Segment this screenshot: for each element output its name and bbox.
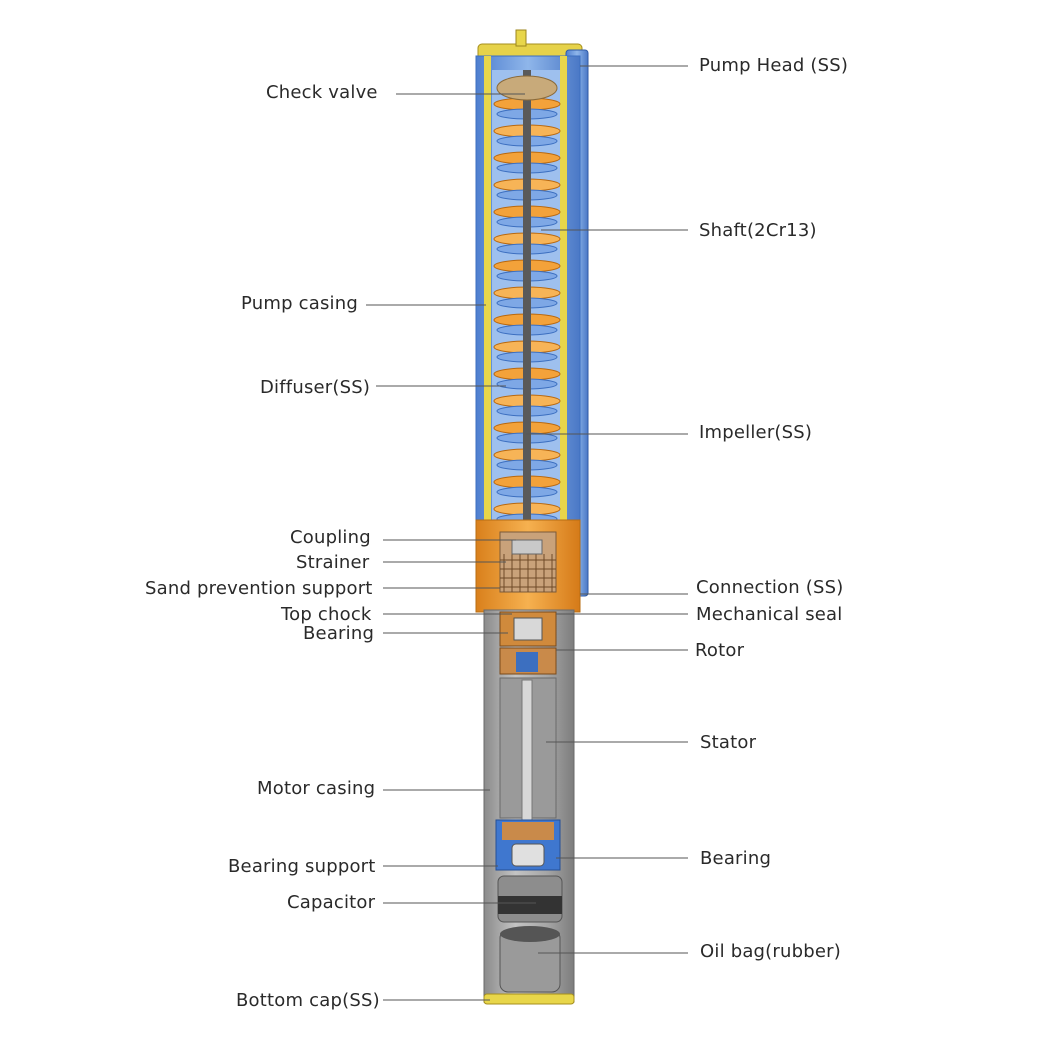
motor-shaft xyxy=(521,679,533,845)
casing-band-right xyxy=(560,56,567,596)
label-bearing-lower: Bearing xyxy=(700,848,772,869)
leader-lines xyxy=(366,65,688,1001)
label-check-valve: Check valve xyxy=(266,82,378,103)
strainer-grid xyxy=(500,554,556,592)
label-top-chock: Top chock xyxy=(281,604,372,625)
rotor-core xyxy=(516,652,538,672)
label-bearing-upper: Bearing xyxy=(303,623,375,644)
casing-band-left xyxy=(484,56,491,596)
label-coupling: Coupling xyxy=(290,527,371,548)
coupling-part xyxy=(511,539,543,555)
pump-shaft xyxy=(523,70,531,540)
label-impeller: Impeller(SS) xyxy=(699,422,813,443)
label-connection: Connection (SS) xyxy=(696,577,844,598)
label-rotor: Rotor xyxy=(695,640,745,661)
label-mechanical-seal: Mechanical seal xyxy=(696,604,843,625)
label-bearing-support: Bearing support xyxy=(228,856,376,877)
label-capacitor: Capacitor xyxy=(287,892,376,913)
label-sand-prevention-support: Sand prevention support xyxy=(145,578,373,599)
oil-bag-top xyxy=(500,926,560,942)
label-pump-casing: Pump casing xyxy=(241,293,358,314)
pump-body xyxy=(475,29,589,1005)
check-valve-part xyxy=(496,75,558,101)
label-diffuser: Diffuser(SS) xyxy=(260,377,371,398)
label-oil-bag: Oil bag(rubber) xyxy=(700,941,841,962)
label-pump-head: Pump Head (SS) xyxy=(699,55,849,76)
label-strainer: Strainer xyxy=(296,552,370,573)
pump-head-knob xyxy=(515,29,527,47)
mechanical-seal-part xyxy=(513,617,543,641)
lower-windings xyxy=(502,822,554,840)
bottom-cap-part xyxy=(483,993,575,1005)
label-stator: Stator xyxy=(700,732,757,753)
capacitor-band xyxy=(498,896,562,914)
impeller-stages xyxy=(493,97,561,525)
lower-bearing-part xyxy=(511,843,545,867)
label-shaft: Shaft(2Cr13) xyxy=(699,220,817,241)
label-bottom-cap: Bottom cap(SS) xyxy=(236,990,380,1011)
label-motor-casing: Motor casing xyxy=(257,778,376,799)
